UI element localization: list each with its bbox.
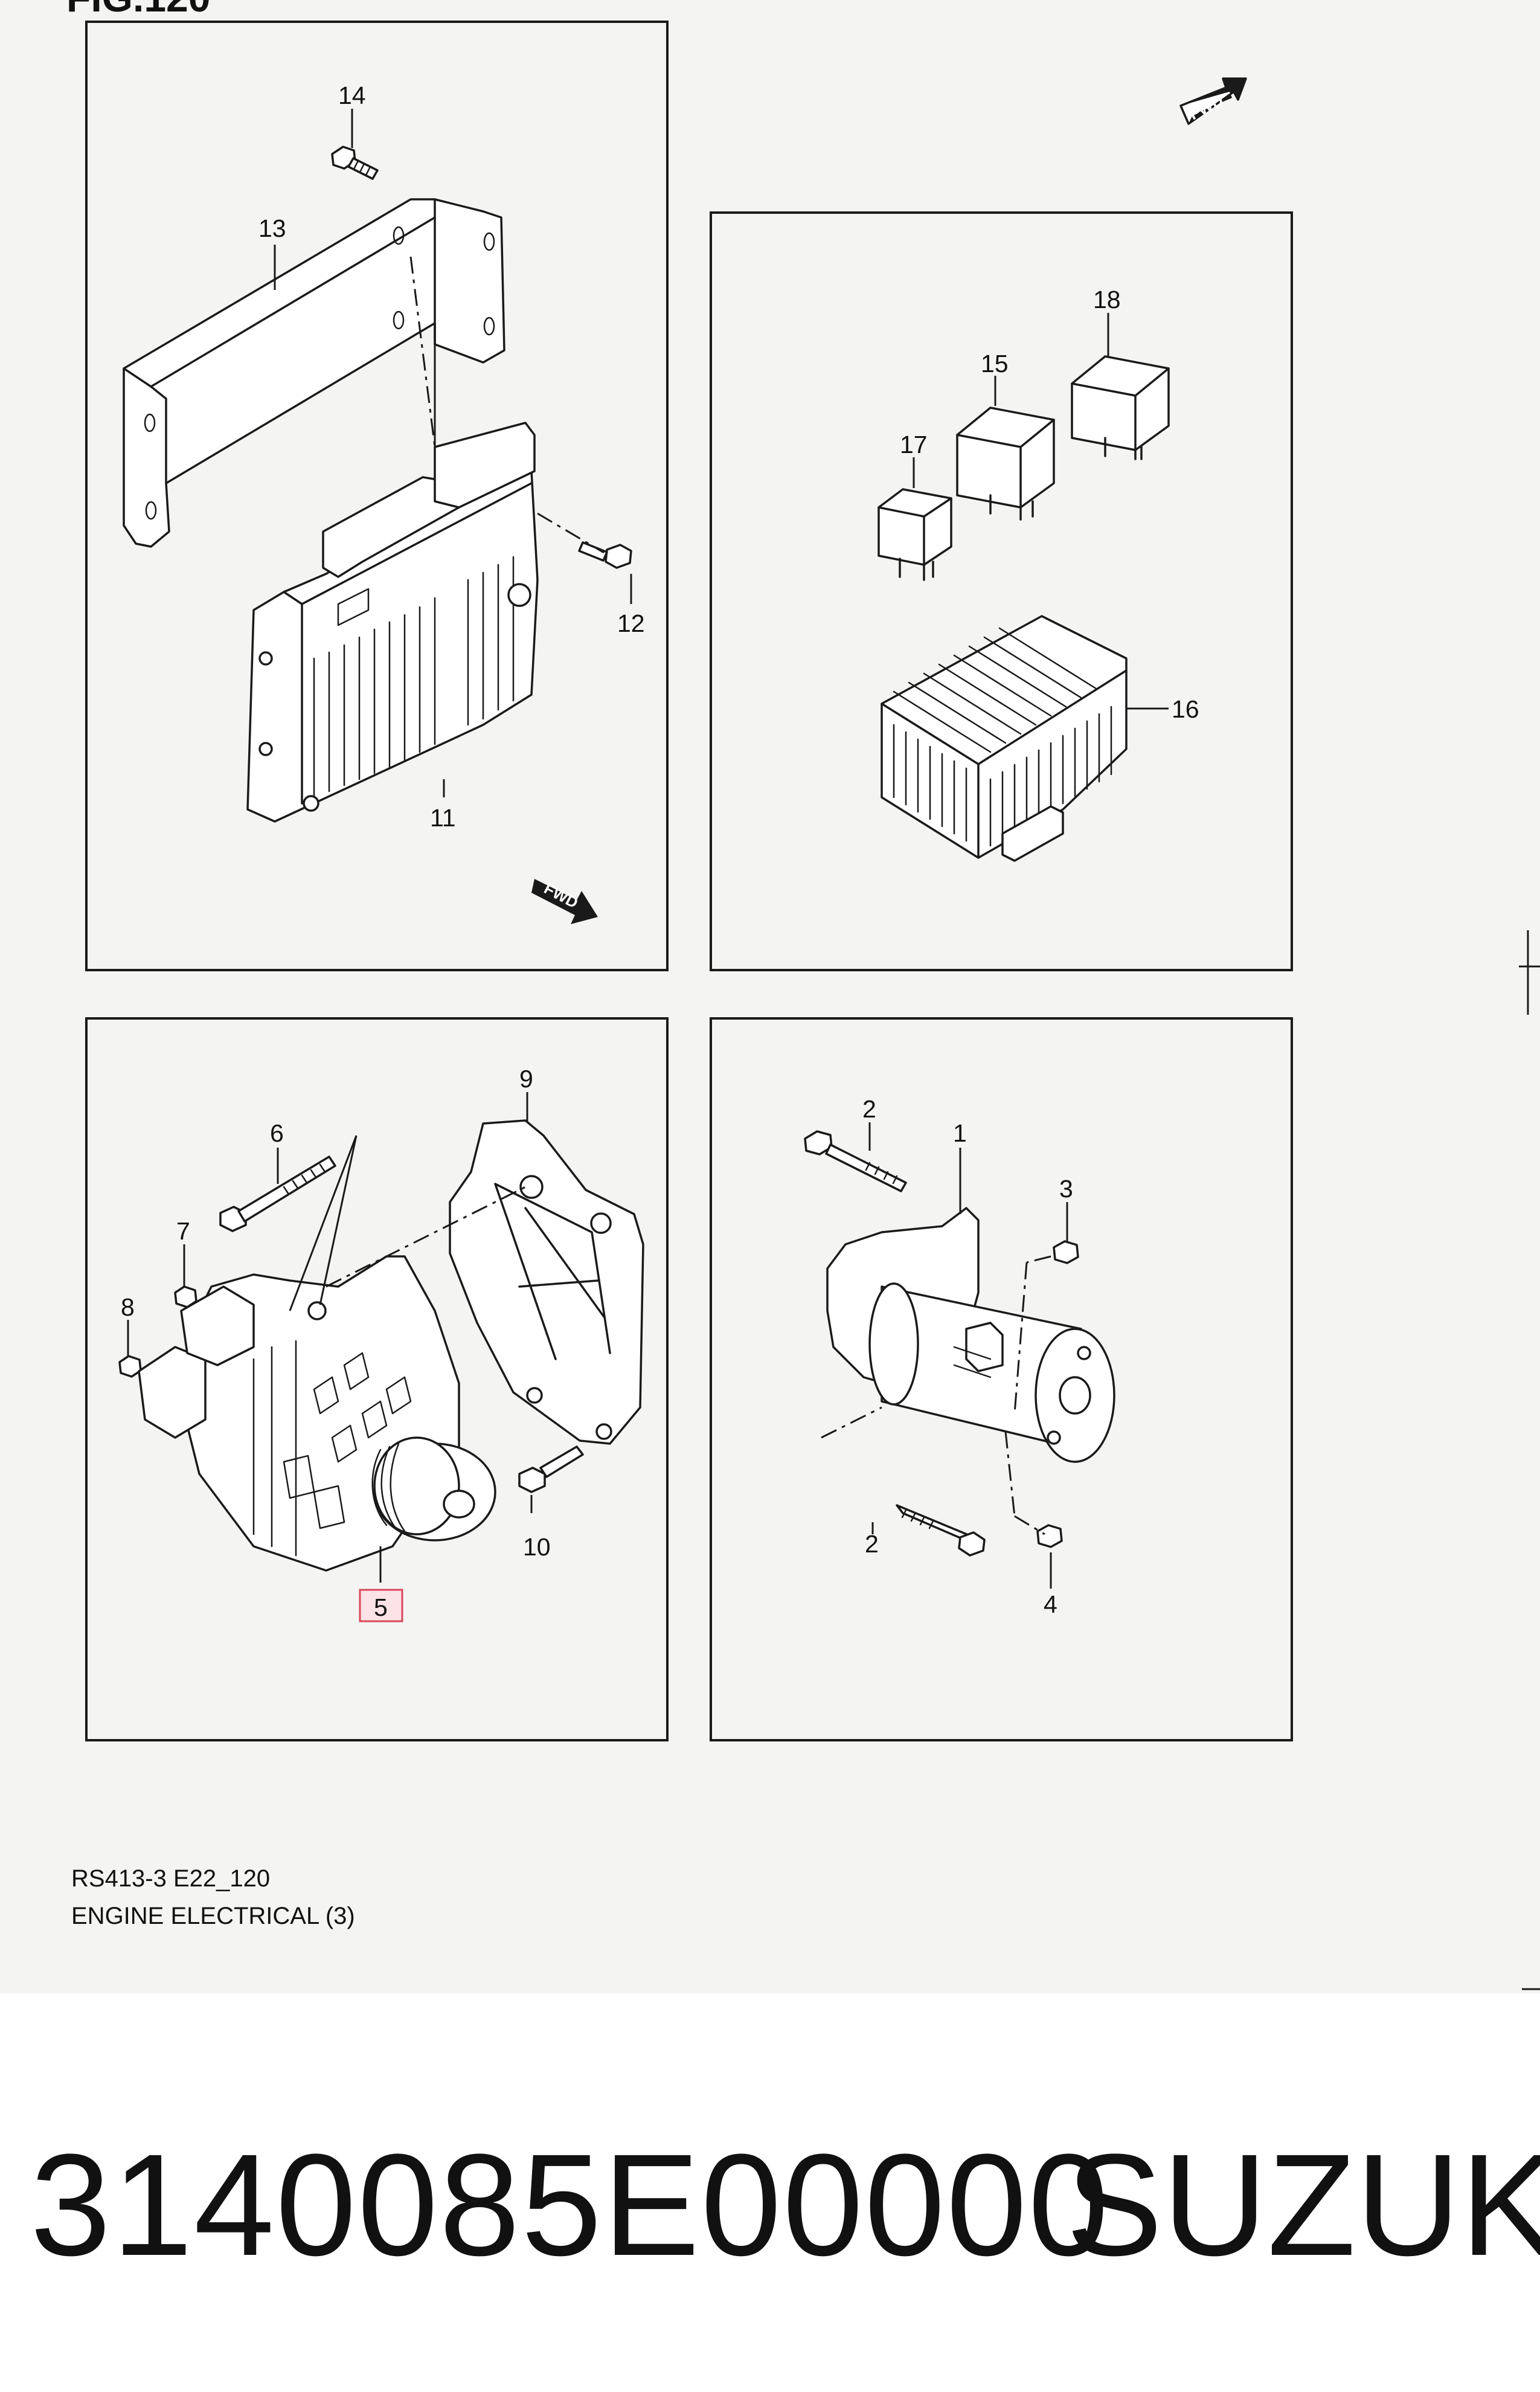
callout-11: 11 [430,804,456,832]
bolt-2-bottom-part [896,1504,986,1557]
relay-18-part [1071,355,1170,460]
diagram-title: ENGINE ELECTRICAL (3) [71,1903,355,1929]
callout-18: 18 [1093,286,1121,313]
callout-2-bottom: 2 [865,1530,879,1558]
fwd-arrow-ecm: FWD [531,879,598,924]
highlight-box [359,1589,403,1622]
callout-14: 14 [338,82,366,109]
starter-1-part [826,1207,1115,1463]
relay-15-part [956,407,1055,521]
callout-16: 16 [1172,695,1199,723]
callout-5-highlight[interactable]: 5 [359,1589,403,1622]
callout-5: 5 [374,1593,388,1621]
bolt-6-part [219,1156,336,1232]
callout-1: 1 [953,1119,967,1147]
callout-3: 3 [1059,1175,1073,1203]
panel-relays [710,211,1293,971]
callout-13: 13 [258,214,286,242]
relay-17-part [877,488,952,581]
callout-6: 6 [270,1119,284,1147]
bolt-12-part [578,541,632,569]
diagram-code: RS413-3 E22_120 [71,1865,271,1892]
panel-starter [710,1017,1293,1741]
fwd-arrow-top: FWD [1179,77,1247,125]
ecm-11-part [246,422,539,823]
panel-ecm [85,21,669,971]
panel-alternator [85,1017,669,1741]
bracket-9-part [449,1119,644,1445]
alternator-5-part [138,1255,496,1572]
figure-title: FIG.120 [66,0,210,21]
nut-4-part [1036,1524,1063,1548]
nut-3-part [1053,1240,1079,1264]
callout-7: 7 [176,1217,190,1245]
bolt-14-part [331,146,379,180]
bolt-10-part [518,1445,584,1493]
nut-8-part [118,1355,142,1378]
part-number: 3140085E00000 [30,2124,1110,2286]
parts-diagram: FWD FWD [85,21,1540,1990]
callout-15: 15 [981,350,1009,378]
callout-17: 17 [900,431,928,458]
callout-8: 8 [121,1293,135,1321]
diagram-sheet: FIG.120 FWD FWD [0,0,1540,1993]
brand-name: SUZUKI [1066,2124,1540,2286]
bolt-2-top-part [804,1130,907,1192]
relay-box-16-part [881,615,1128,862]
callout-12: 12 [617,609,645,637]
callout-2-top: 2 [862,1095,876,1123]
callout-10: 10 [523,1533,551,1561]
callout-9: 9 [519,1065,533,1093]
callout-4: 4 [1044,1590,1057,1618]
